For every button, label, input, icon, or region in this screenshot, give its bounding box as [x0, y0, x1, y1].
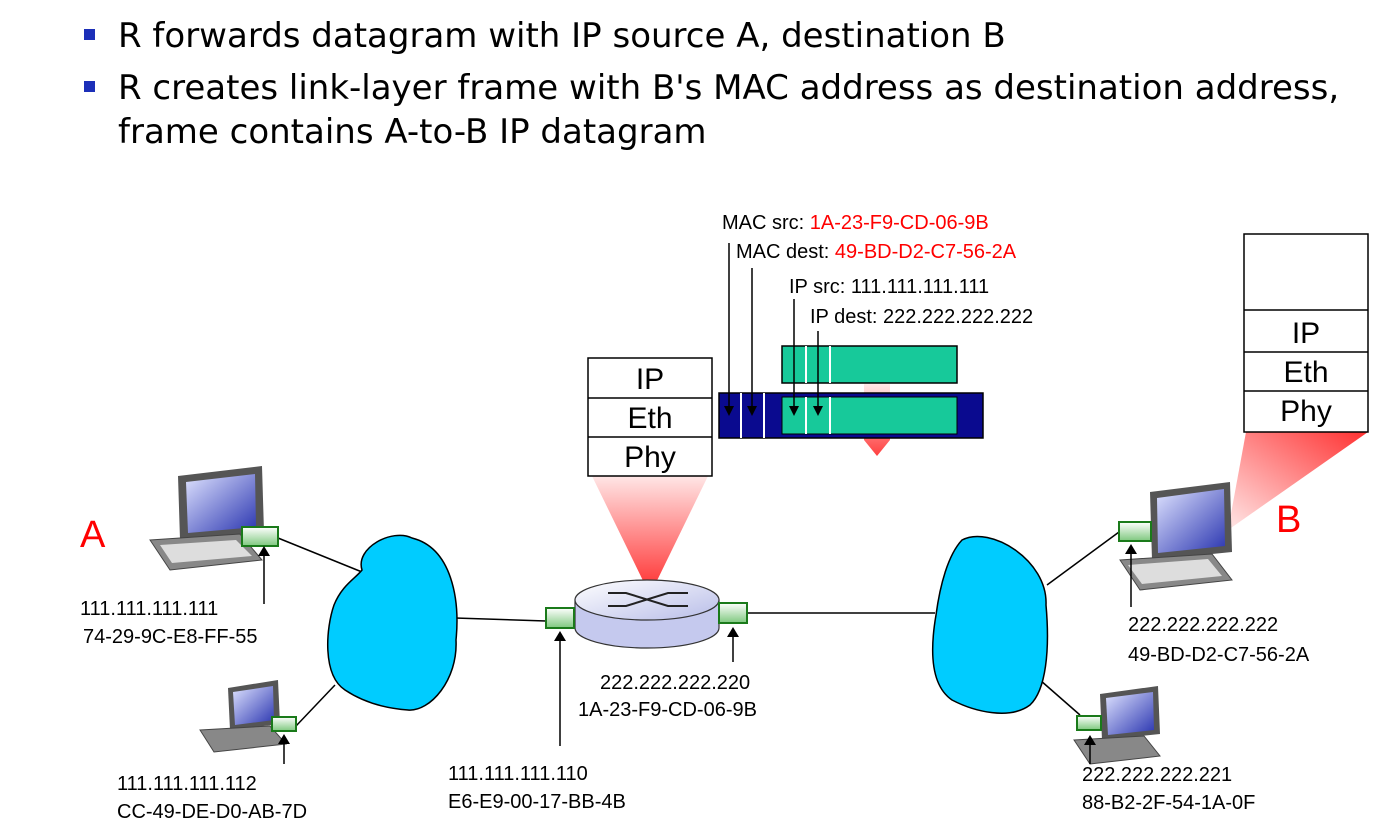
router-icon: [574, 579, 720, 649]
host-b-stack-layer: IP: [1292, 317, 1320, 350]
address-arrows: [258, 544, 1137, 764]
host-b-protocol-stack: IP Eth Phy: [1243, 233, 1369, 433]
host-b-computer-icon: [1119, 482, 1233, 591]
router-right-mac: 1A-23-F9-CD-06-9B: [578, 699, 757, 721]
host-b-mac: 49-BD-D2-C7-56-2A: [1128, 644, 1310, 666]
mac-src-value: 1A-23-F9-CD-06-9B: [810, 212, 989, 234]
mac-dest-label: MAC dest: 49-BD-D2-C7-56-2A: [736, 241, 1017, 263]
host-b2-interface: [1076, 715, 1102, 731]
host-a2-interface: [271, 716, 297, 732]
router-right-ip: 222.222.222.220: [600, 672, 750, 694]
link-layer-frame: [718, 392, 984, 439]
router-left-interface: [545, 607, 575, 629]
host-b2-ip: 222.222.222.221: [1082, 764, 1232, 786]
router-stack-layer: Phy: [624, 441, 676, 474]
router-left-mac: E6-E9-00-17-BB-4B: [448, 791, 626, 813]
bullet-square-icon: [84, 29, 95, 40]
host-b-stack-zoom-cone: [1228, 432, 1368, 530]
host-a2-computer-icon: [199, 680, 288, 753]
router-left-ip: 111.111.111.110: [448, 763, 588, 785]
host-b-stack-layer: Phy: [1280, 395, 1332, 428]
host-a-interface: [241, 526, 279, 547]
bullet-item: R creates link-layer frame with B's MAC …: [80, 66, 1360, 154]
ip-src-label: IP src: 111.111.111.111: [789, 276, 989, 298]
host-a-mac: 74-29-9C-E8-FF-55: [83, 626, 258, 648]
host-b2-mac: 88-B2-2F-54-1A-0F: [1082, 792, 1255, 814]
host-a-ip: 111.111.111.111: [80, 598, 218, 620]
subnet-cloud-left: [327, 534, 458, 711]
host-a2-mac: CC-49-DE-D0-AB-7D: [117, 801, 307, 823]
bullet-square-icon: [84, 81, 95, 92]
ip-datagram: [781, 345, 958, 384]
subnet-cloud-right: [931, 535, 1049, 714]
bullet-text: R creates link-layer frame with B's MAC …: [118, 68, 1340, 152]
router-protocol-stack: IP Eth Phy: [587, 357, 713, 477]
router-stack-layer: Eth: [627, 402, 672, 435]
host-b-ip: 222.222.222.222: [1128, 614, 1278, 636]
mac-src-label: MAC src: 1A-23-F9-CD-06-9B: [722, 212, 989, 234]
mac-dest-value: 49-BD-D2-C7-56-2A: [835, 241, 1017, 263]
host-a-computer-icon: [149, 466, 264, 571]
host-a2-ip: 111.111.111.112: [117, 773, 257, 795]
host-a-label: A: [80, 514, 106, 556]
host-b-stack-layer: Eth: [1283, 356, 1328, 389]
host-b-interface: [1118, 521, 1152, 542]
router-stack-zoom-cone: [592, 476, 708, 595]
network-links: [277, 531, 1120, 727]
router-right-interface: [718, 602, 748, 624]
bullet-item: R forwards datagram with IP source A, de…: [80, 14, 1360, 58]
field-pointers: [724, 243, 823, 416]
host-b-label: B: [1276, 499, 1301, 541]
bullet-text: R forwards datagram with IP source A, de…: [118, 16, 1006, 56]
bullet-list: R forwards datagram with IP source A, de…: [80, 14, 1360, 162]
host-b2-computer-icon: [1073, 686, 1161, 765]
router-stack-layer: IP: [636, 363, 664, 396]
ip-dest-label: IP dest: 222.222.222.222: [810, 306, 1033, 328]
